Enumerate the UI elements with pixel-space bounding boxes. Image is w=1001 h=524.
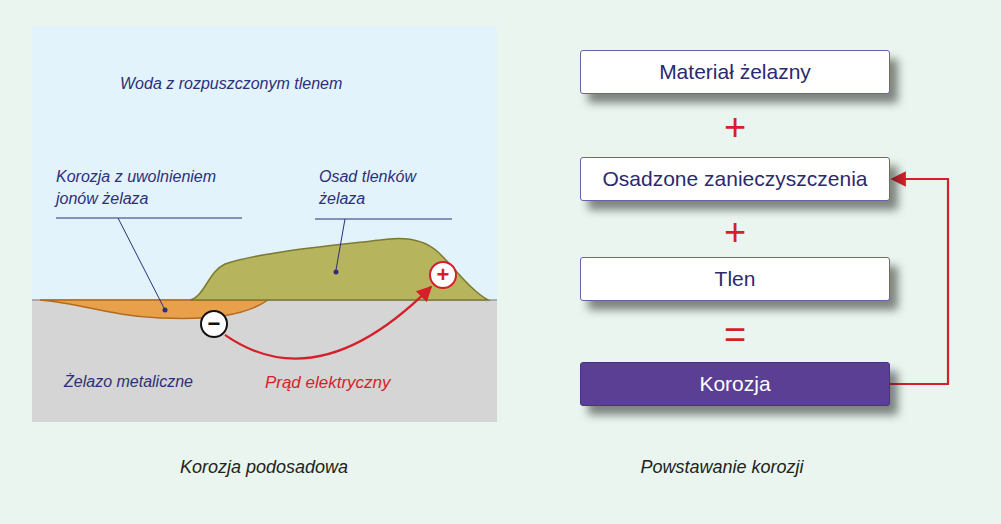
callout-label: Osad tlenków żelaza [319,166,419,210]
result-box: Korozja [580,362,890,406]
leader-line [118,218,164,308]
plus-sign: + [724,108,746,146]
leader-dot [334,270,339,275]
node-text: Tlen [715,267,756,291]
caption: Powstawanie korozji [640,457,803,478]
leader-line [336,219,345,270]
process-box: Materiał żelazny [580,50,890,94]
process-box: Tlen [580,257,890,301]
corrosion-pit [40,300,268,318]
leader-dot [163,308,168,313]
process-box: Osadzone zanieczyszczenia [580,157,890,201]
medium-label: Woda z rozpuszczonym tlenem [120,73,440,95]
caption: Korozja podosadowa [180,457,348,478]
edge-label: Prąd elektryczny [265,373,391,393]
connector-arrow [890,179,948,384]
iron-ground [32,300,497,422]
minus-circle: − [200,310,228,338]
plus-circle: + [429,261,457,289]
plus-sign: + [724,213,746,251]
callout-label: Korozja z uwolnieniem jonów żelaza [56,166,242,210]
leader-underline [315,219,452,220]
node-text: Osadzone zanieczyszczenia [603,167,868,191]
connector-arrow [225,287,431,359]
equals-sign: = [724,316,746,354]
node-text: Materiał żelazny [659,60,811,84]
water-background [32,26,497,422]
node-text: + [437,264,450,286]
leader-underline [56,218,242,219]
material-label: Żelazo metaliczne [64,371,244,393]
node-text: − [208,313,221,335]
oxide-deposit [190,239,488,301]
node-text: Korozja [699,372,770,396]
